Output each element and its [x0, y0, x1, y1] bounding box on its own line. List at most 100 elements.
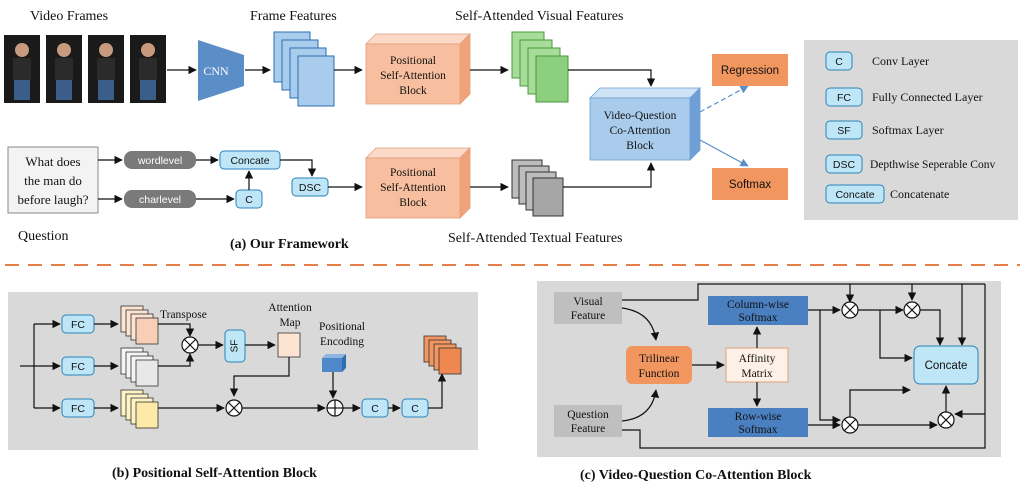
affinity-line-2: Matrix [741, 368, 773, 380]
key-stack [120, 347, 159, 387]
sf-box [224, 329, 246, 363]
legend-item-concate: Concate Concatenate [825, 184, 949, 204]
positional-encoding-block [322, 354, 346, 372]
caption-b: (b) Positional Self-Attention Block [112, 466, 317, 481]
charlevel-pill [124, 190, 196, 208]
frame-features-stack [273, 31, 335, 107]
cnn-label: CNN [203, 64, 229, 78]
video-frame-2 [46, 35, 82, 103]
row-softmax-box [708, 408, 808, 437]
psab-bottom-line-1: Positional [390, 167, 436, 179]
video-frame-4 [130, 35, 166, 103]
positional-self-attention-block-textual: Positional Self-Attention Block [365, 147, 471, 219]
video-frames-label: Video Frames [30, 9, 108, 24]
question-feature-line-2: Feature [571, 423, 605, 435]
conv-label-b1: C [371, 403, 379, 415]
psab-top-line-1: Positional [390, 55, 436, 67]
visual-features-stack [511, 31, 569, 103]
column-softmax-line-1: Column-wise [727, 299, 789, 311]
row-softmax-line-1: Row-wise [735, 411, 782, 423]
caption-c: (c) Video-Question Co-Attention Block [580, 468, 812, 483]
add-op [326, 399, 344, 417]
psab-bottom-line-2: Self-Attention [380, 182, 446, 194]
legend-item-sf: SF Softmax Layer [825, 120, 944, 140]
output-stack [423, 335, 462, 375]
question-feature-box [554, 405, 622, 437]
row-softmax-line-2: Softmax [739, 424, 778, 436]
affinity-line-1: Affinity [739, 353, 776, 365]
question-line-2: the man do [24, 173, 82, 188]
psab-top-line-2: Self-Attention [380, 70, 446, 82]
dsc-label-top: DSC [299, 182, 322, 194]
charlevel-label: charlevel [139, 194, 181, 206]
video-frame-1 [4, 35, 40, 103]
legend-key-1: FC [837, 92, 851, 104]
concate-label-top: Concate [230, 155, 269, 167]
question-text-box [7, 146, 99, 214]
textual-features-stack [511, 159, 564, 217]
concate-label-c: Concate [925, 360, 968, 372]
column-softmax-line-2: Softmax [739, 312, 778, 324]
question-line-1: What does [25, 154, 80, 169]
coattn-line-1: Video-Question [604, 110, 677, 122]
attention-map-line-1: Attention [268, 302, 312, 314]
question-label: Question [18, 229, 69, 244]
visual-feature-line-1: Visual [573, 296, 602, 308]
legend-item-fc: FC Fully Connected Layer [825, 87, 983, 107]
legend-item-dsc: DSC Depthwise Seperable Conv [825, 154, 995, 174]
legend-key-3: DSC [833, 159, 856, 171]
legend-key-4: Concate [835, 189, 874, 201]
cnn-block [198, 40, 244, 101]
legend-desc-1: Fully Connected Layer [872, 90, 983, 104]
legend-desc-2: Softmax Layer [872, 123, 944, 137]
conv-label-b2: C [411, 403, 419, 415]
legend-desc-3: Depthwise Seperable Conv [870, 159, 995, 171]
psab-top-line-3: Block [399, 85, 427, 97]
fc-label-3: FC [71, 403, 85, 415]
legend-desc-4: Concatenate [890, 187, 949, 201]
softmax-box [712, 168, 788, 200]
video-frame-thumbnails [4, 35, 166, 103]
multiply-op-c3 [841, 416, 859, 434]
value-stack [120, 389, 159, 429]
concate-box-c [913, 345, 979, 385]
multiply-op-2 [225, 399, 243, 417]
multiply-op-c2 [903, 301, 921, 319]
transpose-label: Transpose [160, 309, 207, 321]
softmax-label: Softmax [729, 179, 771, 191]
legend-key-0: C [835, 56, 843, 68]
positional-encoding-line-1: Positional [319, 321, 365, 333]
coattn-line-2: Co-Attention [610, 125, 671, 137]
trilinear-box [626, 346, 692, 384]
psab-bottom-line-3: Block [399, 197, 427, 209]
question-line-3: before laugh? [17, 192, 88, 207]
visual-feature-box [554, 292, 622, 324]
column-softmax-box [708, 296, 808, 325]
sf-label: SF [230, 340, 241, 353]
query-stack [120, 305, 159, 345]
fc-label-2: FC [71, 361, 85, 373]
regression-box [712, 54, 788, 86]
conv-label-top: C [245, 194, 253, 206]
legend-key-2: SF [837, 125, 850, 137]
fc-label-1: FC [71, 319, 85, 331]
self-attended-textual-label: Self-Attended Textual Features [448, 231, 623, 246]
caption-a: (a) Our Framework [230, 237, 349, 252]
regression-label: Regression [721, 65, 779, 77]
multiply-op-1 [181, 336, 199, 354]
trilinear-line-2: Function [639, 368, 680, 380]
legend-desc-0: Conv Layer [872, 54, 929, 68]
coattn-line-3: Block [626, 140, 654, 152]
wordlevel-pill [124, 151, 196, 169]
wordlevel-label: wordlevel [137, 155, 182, 167]
legend-item-conv: C Conv Layer [825, 51, 929, 71]
video-frame-3 [88, 35, 124, 103]
frame-features-label: Frame Features [250, 9, 337, 24]
trilinear-line-1: Trilinear [639, 353, 679, 365]
positional-self-attention-block-visual: Positional Self-Attention Block [365, 33, 471, 105]
co-attention-block: Video-Question Co-Attention Block [589, 87, 701, 161]
multiply-op-c4 [937, 411, 955, 429]
positional-encoding-line-2: Encoding [320, 336, 364, 348]
question-feature-line-1: Question [567, 409, 609, 421]
